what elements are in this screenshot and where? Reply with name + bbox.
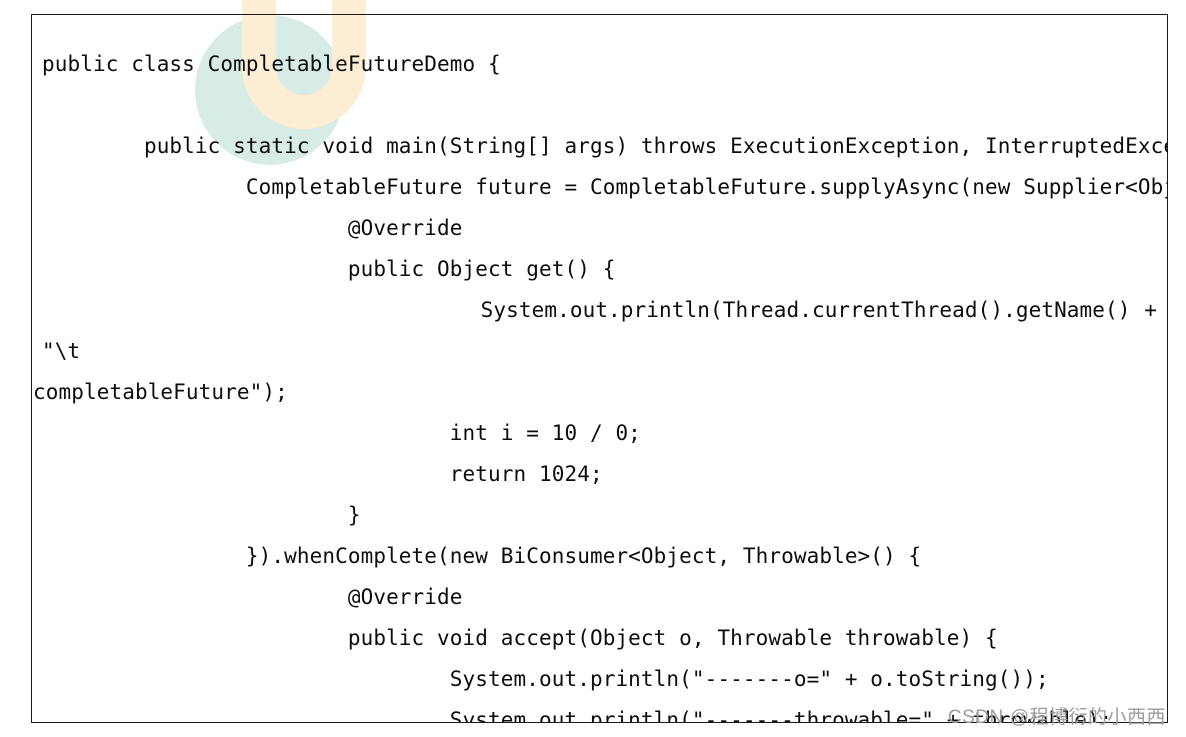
code-line: CompletableFuture future = CompletableFu… [42,175,1168,199]
java-code-listing: public class CompletableFutureDemo { pub… [33,44,1168,723]
code-line: public Object get() { [42,257,616,281]
csdn-brand-label: CSDN [947,707,1004,728]
code-line: return 1024; [42,462,603,486]
code-line-segment: "\t [42,339,81,363]
code-line-segment: System.out.println(Thread.currentThread(… [42,298,1131,322]
code-line-blank [42,85,1159,126]
code-line: int i = 10 / 0; [42,421,641,445]
csdn-author-label: @程博衍的小西西 [1009,707,1166,728]
code-line: @Override [42,216,463,240]
code-line: @Override [42,585,463,609]
code-line-wrapped-continuation: completableFuture"); [33,380,288,404]
code-line: public void accept(Object o, Throwable t… [42,626,998,650]
code-line: public static void main(String[] args) t… [42,134,1168,158]
code-line: }).whenComplete(new BiConsumer<Object, T… [42,544,922,568]
code-line: System.out.println("-------o=" + o.toStr… [42,667,1049,691]
code-line: } [42,503,361,527]
code-line-segment: + [1144,298,1157,322]
code-line-justified: System.out.println(Thread.currentThread(… [42,290,1159,372]
code-block-frame: public class CompletableFutureDemo { pub… [31,14,1168,723]
code-line: public class CompletableFutureDemo { [42,52,501,76]
code-line: System.out.println("-------throwable=" +… [42,708,1113,723]
csdn-attribution-watermark: CSDN@程博衍的小西西 [948,702,1166,729]
